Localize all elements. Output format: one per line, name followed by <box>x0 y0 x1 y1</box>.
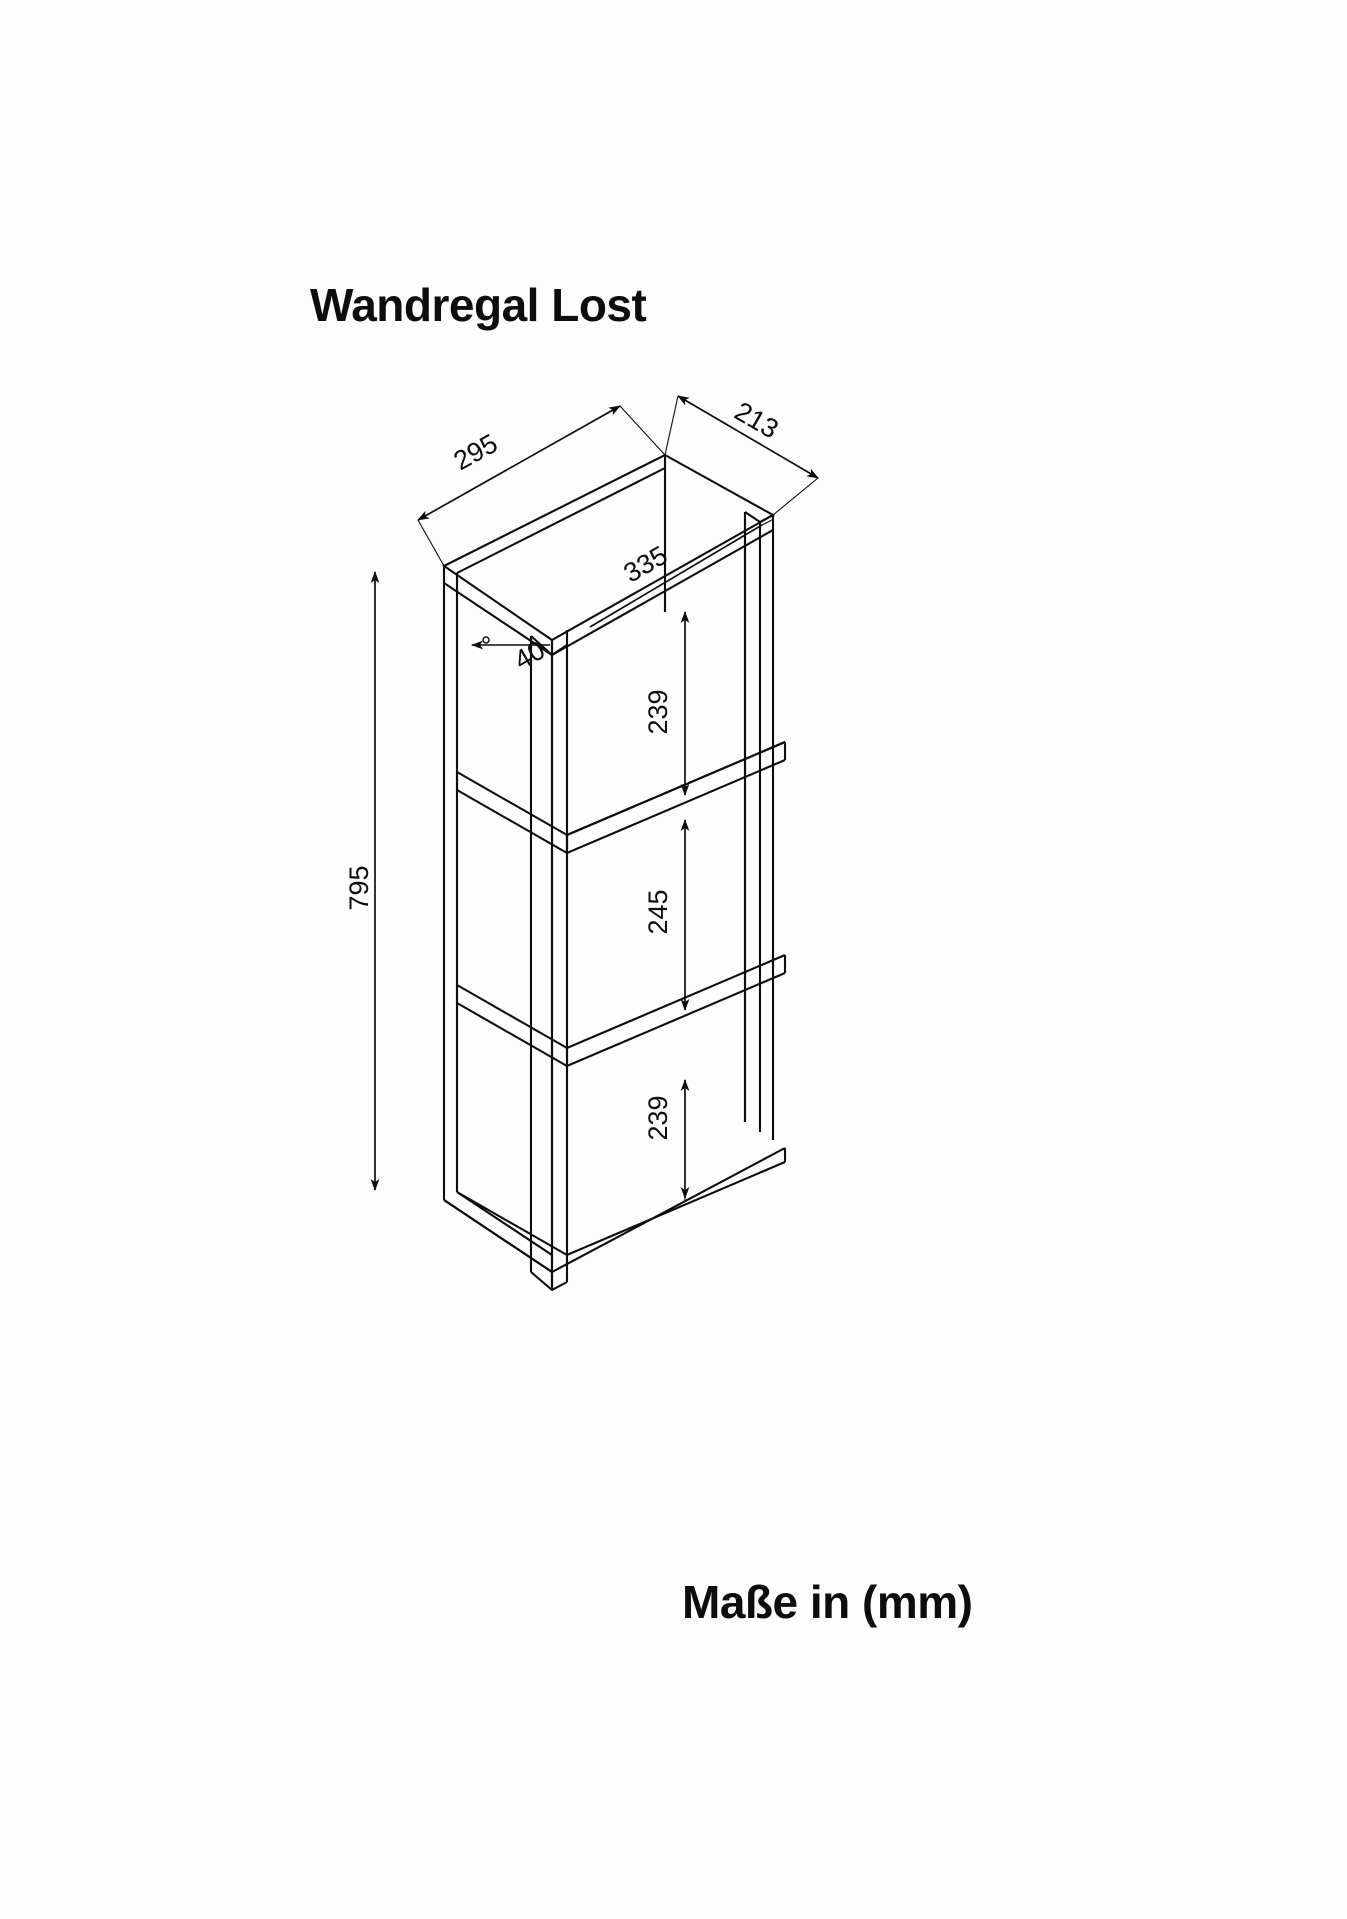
dim-line-335 <box>589 524 763 628</box>
dim-label-239-top: 239 <box>643 689 673 734</box>
page-title: Wandregal Lost <box>310 279 647 331</box>
shelf-upper <box>455 741 787 855</box>
dim-label-213: 213 <box>729 396 783 445</box>
left-side-panel <box>442 573 553 1273</box>
dim-label-795: 795 <box>344 865 374 910</box>
dim-label-245: 245 <box>643 889 673 934</box>
right-panel-inner-edges <box>663 468 747 1122</box>
dim-label-239-bottom: 239 <box>643 1095 673 1140</box>
dim-line-295 <box>417 405 621 521</box>
front-center-post <box>529 630 569 1292</box>
dim-label-40: 40 <box>509 635 550 676</box>
dim-line-213 <box>677 395 819 479</box>
bottom-shelf <box>443 1147 787 1290</box>
right-back-post <box>743 511 775 1140</box>
top-panel <box>441 453 776 657</box>
dim-label-295: 295 <box>449 428 503 476</box>
units-note: Maße in (mm) <box>682 1576 973 1628</box>
shelf-lower <box>455 954 787 1068</box>
